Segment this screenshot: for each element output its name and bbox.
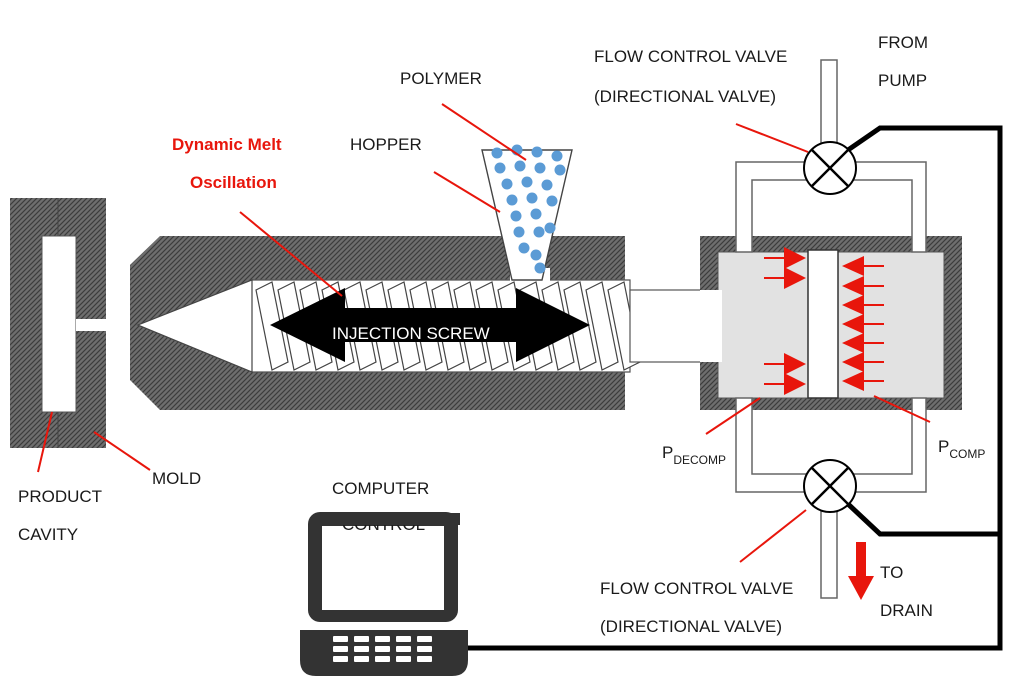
p-comp-subscript: COMP (949, 447, 985, 461)
polymer-label: POLYMER (400, 69, 482, 88)
laptop-key (333, 636, 348, 642)
hydraulic-pipes (735, 59, 927, 599)
polymer-pellet (533, 226, 545, 238)
polymer-pellet (551, 150, 563, 162)
p-comp-main: P (938, 437, 949, 456)
polymer-pellet (531, 146, 543, 158)
polymer-pellet (491, 147, 503, 159)
laptop-lid-overlap (330, 513, 460, 525)
mold (10, 198, 132, 448)
comp-arrow-head (842, 314, 864, 334)
product-label: PRODUCT (18, 487, 102, 506)
valve-control-line (846, 502, 1000, 537)
laptop-key (375, 656, 390, 662)
injection-screw-label: INJECTION SCREW (332, 324, 490, 343)
to-label: TO (880, 563, 903, 582)
laptop-key (354, 646, 369, 652)
polymer-pellet (544, 222, 556, 234)
polymer-pellet (554, 164, 566, 176)
screw-flight (255, 281, 289, 371)
polymer-pellet (494, 162, 506, 174)
decomp-arrow-head (784, 353, 806, 375)
laptop-key (354, 656, 369, 662)
p-comp-label: PCOMP (938, 437, 985, 461)
drain-arrow-icon (848, 542, 874, 600)
polymer-pellet (521, 176, 533, 188)
computer-label: COMPUTER (332, 479, 429, 498)
decomp-arrow-head (784, 373, 806, 395)
p-decomp-main: P (662, 443, 673, 462)
decomp-arrow-head (784, 247, 806, 269)
flow-valve-top-title: FLOW CONTROL VALVE (594, 47, 787, 66)
polymer-pellet (546, 195, 558, 207)
valve-top-icon (803, 141, 857, 195)
laptop-key (375, 636, 390, 642)
p-decomp-subscript: DECOMP (673, 453, 726, 467)
laptop-key (396, 656, 411, 662)
laptop-key (396, 636, 411, 642)
polymer-pellet (534, 262, 546, 274)
product-cavity (41, 235, 77, 413)
leader-lines (37, 103, 931, 563)
oscillation-label: Oscillation (190, 173, 277, 192)
polymer-pellet (541, 179, 553, 191)
polymer-pellet (526, 192, 538, 204)
valve-bottom-icon (803, 459, 857, 513)
from-label: FROM (878, 33, 928, 52)
pump-label: PUMP (878, 71, 927, 90)
mold-label: MOLD (152, 469, 201, 488)
comp-arrow-head (842, 256, 864, 276)
polymer-pellet (501, 178, 513, 190)
laptop-icon (300, 512, 468, 676)
flow-valve-bottom-title: FLOW CONTROL VALVE (600, 579, 793, 598)
laptop-key (333, 656, 348, 662)
drain-label: DRAIN (880, 601, 933, 620)
decomp-arrow-head (784, 267, 806, 289)
comp-arrow-head (842, 295, 864, 315)
flow-valve-bottom-subtitle: (DIRECTIONAL VALVE) (600, 617, 782, 636)
nozzle-cone (136, 279, 253, 373)
laptop-key (417, 646, 432, 652)
polymer-pellet (506, 194, 518, 206)
piston (807, 249, 839, 399)
polymer-pellet (530, 208, 542, 220)
polymer-pellet (514, 160, 526, 172)
hopper-label: HOPPER (350, 135, 422, 154)
control-line (462, 125, 1003, 651)
polymer-pellet (518, 242, 530, 254)
laptop-key (375, 646, 390, 652)
comp-arrow-head (842, 352, 864, 372)
screw-flight (585, 281, 619, 371)
polymer-pellet (534, 162, 546, 174)
p-decomp-label: PDECOMP (662, 443, 726, 467)
flow-valve-top-subtitle: (DIRECTIONAL VALVE) (594, 87, 776, 106)
laptop-key (396, 646, 411, 652)
laptop-key (417, 636, 432, 642)
polymer-pellets (491, 144, 566, 274)
polymer-pellet (510, 210, 522, 222)
laptop-key (333, 646, 348, 652)
comp-arrow-head (842, 371, 864, 391)
hydraulic-cylinder (700, 236, 962, 410)
laptop-key (354, 636, 369, 642)
cavity-label: CAVITY (18, 525, 78, 544)
laptop-key (417, 656, 432, 662)
comp-arrow-head (842, 276, 864, 296)
screw-double-arrow (270, 288, 590, 362)
comp-arrow-head (842, 333, 864, 353)
pressure-arrows (764, 247, 884, 395)
polymer-pellet (530, 249, 542, 261)
dynamic-melt-label: Dynamic Melt (172, 135, 282, 154)
polymer-pellet (513, 226, 525, 238)
